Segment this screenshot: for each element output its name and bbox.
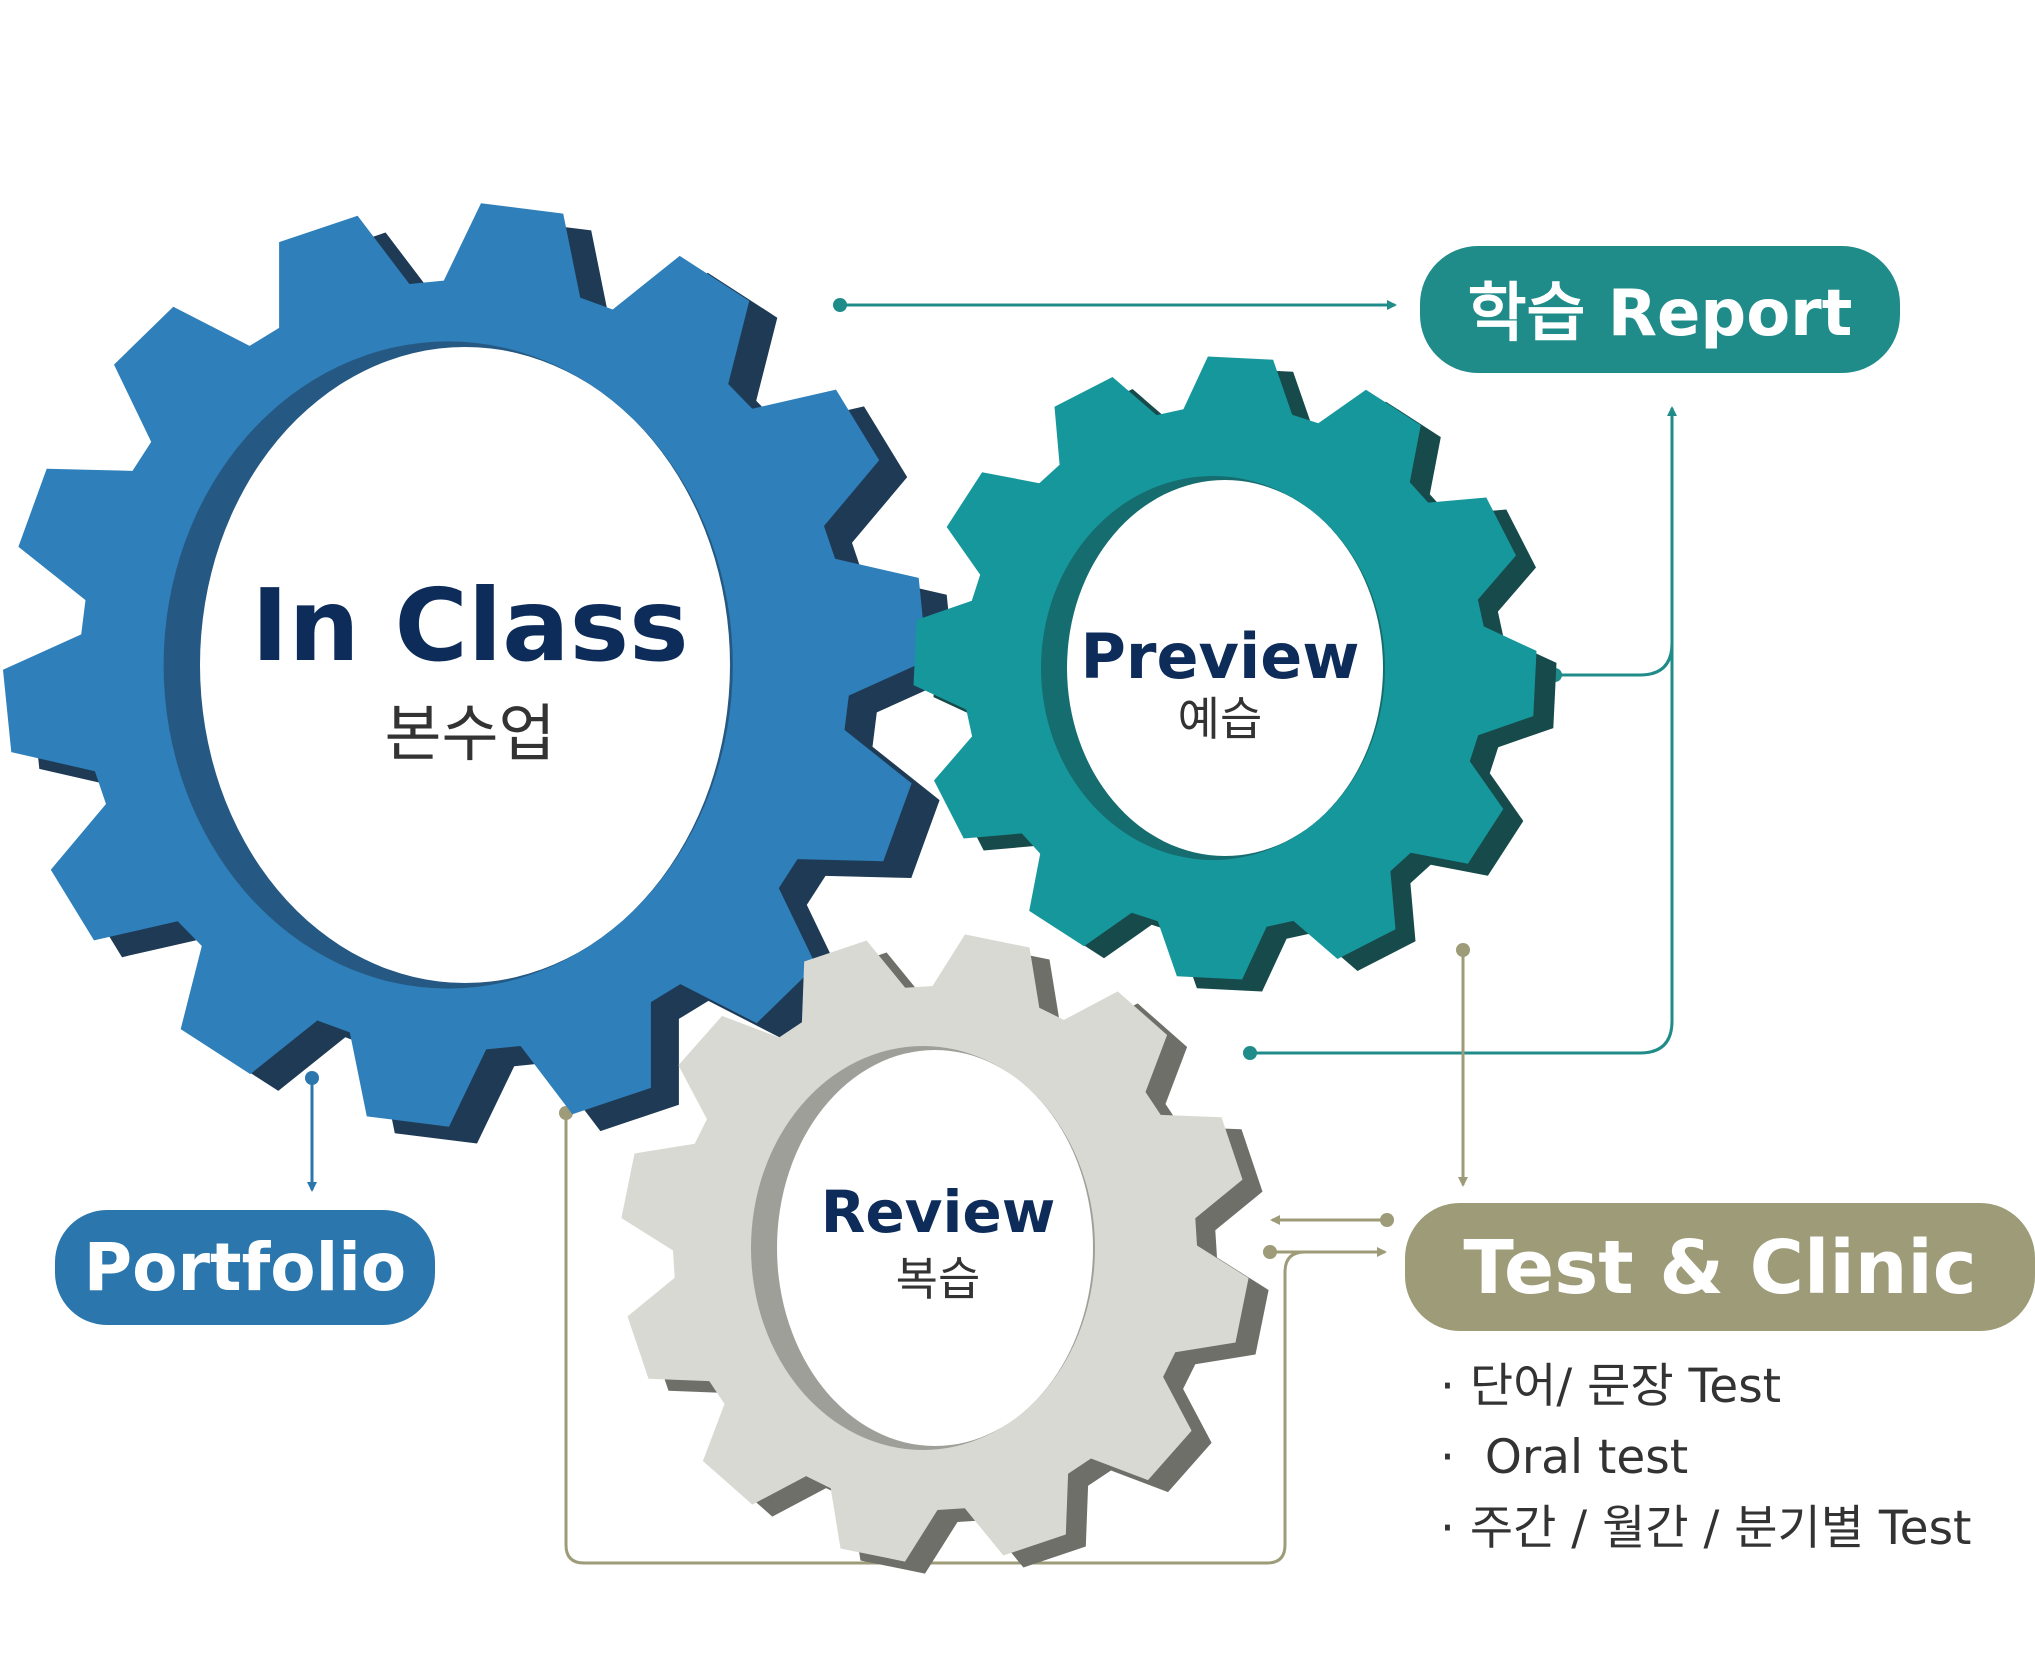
portfolio-label-text: Portfolio bbox=[84, 1229, 406, 1306]
connectors bbox=[305, 298, 1677, 1565]
gear-hole bbox=[200, 347, 730, 983]
report-label-text: 학습 Report bbox=[1468, 277, 1853, 351]
portfolio-label: Portfolio bbox=[55, 1210, 435, 1325]
test-item: · 단어/ 문장 Test bbox=[1440, 1359, 1781, 1414]
gear-review bbox=[621, 934, 1269, 1574]
review-subtitle: 복습 bbox=[896, 1252, 981, 1306]
connector-preview-to-report bbox=[1555, 406, 1677, 677]
preview-subtitle: 예습 bbox=[1178, 692, 1263, 746]
review-title: Review bbox=[821, 1178, 1056, 1246]
preview-title: Preview bbox=[1080, 620, 1359, 693]
test-item: · Oral test bbox=[1440, 1430, 1688, 1485]
report-pill bbox=[1420, 246, 1900, 373]
in-class-title: In Class bbox=[251, 567, 688, 684]
test-clinic-label: Test & Clinic bbox=[1405, 1203, 2035, 1331]
test-item: · 주간 / 월간 / 분기별 Test bbox=[1440, 1501, 1971, 1556]
connector-dot-review-report bbox=[1243, 1046, 1257, 1060]
test-clinic-label-text: Test & Clinic bbox=[1463, 1225, 1976, 1311]
gear-in-class bbox=[3, 203, 955, 1144]
gear-hole bbox=[1067, 480, 1383, 856]
connector-inclass-loop-test bbox=[564, 1113, 1306, 1565]
test-clinic-pill bbox=[1405, 1203, 2035, 1331]
connector-review-to-report bbox=[1250, 643, 1674, 1055]
in-class-subtitle: 본수업 bbox=[384, 697, 555, 770]
portfolio-pill bbox=[55, 1210, 435, 1325]
gear-hole bbox=[777, 1050, 1093, 1446]
report-label: 학습 Report bbox=[1420, 246, 1900, 373]
test-item-list: · 단어/ 문장 Test · Oral test · 주간 / 월간 / 분기… bbox=[1440, 1359, 1971, 1556]
gear-preview bbox=[913, 356, 1557, 992]
